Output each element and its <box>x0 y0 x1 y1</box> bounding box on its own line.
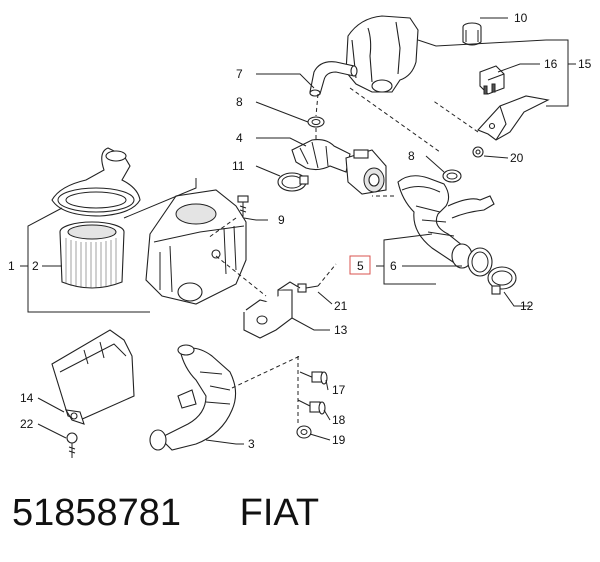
part-3-lower-duct <box>149 344 237 451</box>
callout-19[interactable]: 19 <box>332 433 346 447</box>
part-18-bolt <box>297 399 326 415</box>
callout-4[interactable]: 4 <box>236 131 243 145</box>
leader-lines <box>20 17 576 445</box>
filter-housing-cover <box>51 147 141 217</box>
part-6-intake-duct <box>397 175 495 269</box>
part-7-bent-pipe <box>309 61 358 97</box>
callout-16[interactable]: 16 <box>544 57 558 71</box>
part-11-hose-clamp <box>277 172 309 192</box>
part-20-nut <box>472 146 484 158</box>
callout-1[interactable]: 1 <box>8 259 15 273</box>
callout-3[interactable]: 3 <box>248 437 255 451</box>
callout-2[interactable]: 2 <box>32 259 39 273</box>
part-22-screw <box>66 432 78 458</box>
callout-12[interactable]: 12 <box>520 299 534 313</box>
callout-9[interactable]: 9 <box>278 213 285 227</box>
callout-5-highlight-box <box>349 255 371 275</box>
part-2-filter-element <box>59 221 125 289</box>
part-number: 51858781 <box>12 492 182 534</box>
part-4-connector-hose <box>291 139 351 173</box>
callout-21[interactable]: 21 <box>334 299 348 313</box>
part-17-bolt <box>299 371 328 385</box>
callout-8-left[interactable]: 8 <box>236 95 243 109</box>
air-flow-meter <box>345 149 387 195</box>
brand-name: FIAT <box>239 492 320 534</box>
filter-pleats <box>65 238 117 288</box>
part-12-clamp <box>467 247 517 295</box>
part-14-lower-support <box>51 329 135 425</box>
callout-6[interactable]: 6 <box>390 259 397 273</box>
callout-14[interactable]: 14 <box>20 391 34 405</box>
callout-17[interactable]: 17 <box>332 383 346 397</box>
filter-housing-box <box>145 189 247 305</box>
sensor-bracket <box>477 95 550 141</box>
part-8-clip-left <box>307 116 325 128</box>
part-19-washer <box>296 425 312 439</box>
callout-15[interactable]: 15 <box>578 57 592 71</box>
exploded-parts-diagram: 10 16 15 20 7 8 4 11 8 5 6 12 9 1 2 21 1… <box>8 11 592 458</box>
callout-8-right[interactable]: 8 <box>408 149 415 163</box>
part-10-plug <box>462 22 482 46</box>
resonator-box <box>331 15 419 93</box>
part-13-mounting-bracket <box>243 281 301 339</box>
callout-labels: 10 16 15 20 7 8 4 11 8 5 6 12 9 1 2 21 1… <box>8 11 592 451</box>
part-21-bolt <box>297 283 319 293</box>
callout-11[interactable]: 11 <box>232 159 245 173</box>
callout-18[interactable]: 18 <box>332 413 346 427</box>
callout-7[interactable]: 7 <box>236 67 243 81</box>
part-8-clip-right <box>442 169 462 183</box>
callout-10[interactable]: 10 <box>514 11 528 25</box>
part-footer: 51858781 FIAT <box>12 492 319 542</box>
callout-20[interactable]: 20 <box>510 151 524 165</box>
callout-5[interactable]: 5 <box>357 259 364 273</box>
part-16-sensor <box>479 65 505 95</box>
part-9-screw <box>237 195 249 218</box>
callout-22[interactable]: 22 <box>20 417 34 431</box>
callout-13[interactable]: 13 <box>334 323 348 337</box>
